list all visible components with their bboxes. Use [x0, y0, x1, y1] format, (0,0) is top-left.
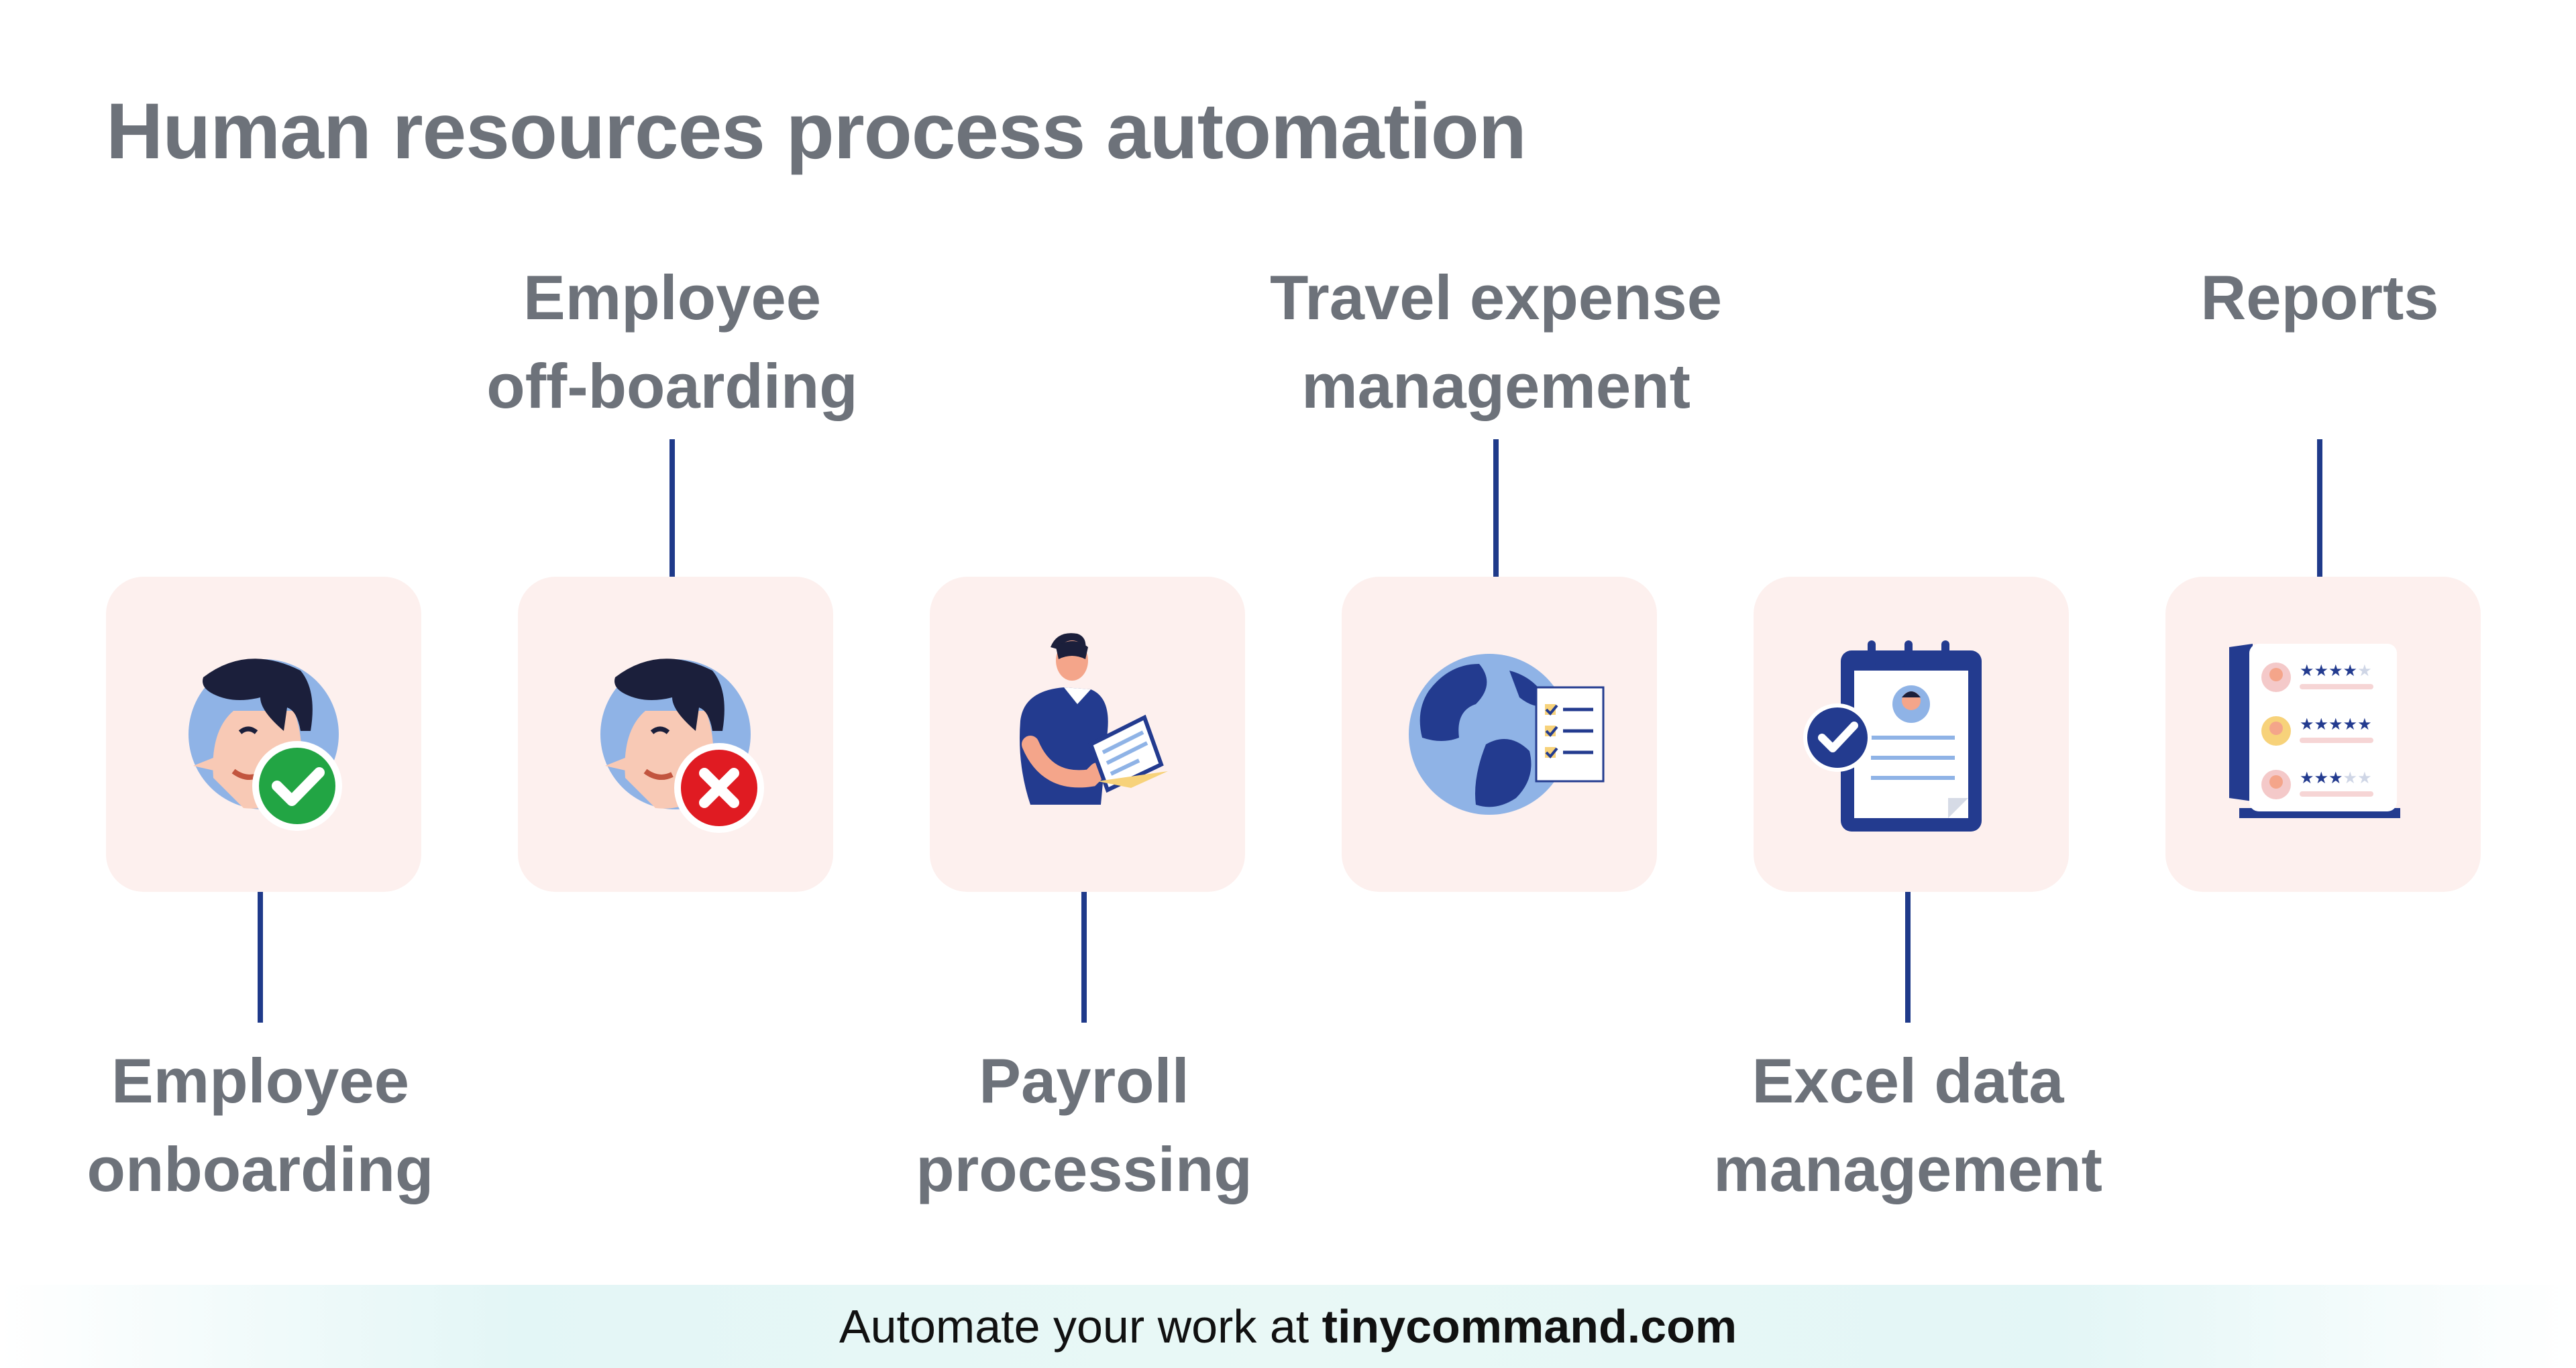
clipboard-check-icon	[1803, 640, 1982, 832]
footer-text: Automate your work at tinycommand.com	[839, 1300, 1737, 1353]
footer-banner: Automate your work at tinycommand.com	[0, 1285, 2576, 1368]
connector-line	[669, 439, 675, 577]
person-cross-icon	[600, 659, 764, 833]
page-title: Human resources process automation	[106, 87, 1527, 176]
connector-line	[1905, 892, 1911, 1023]
connector-line	[258, 892, 263, 1023]
svg-text:★★★★★: ★★★★★	[2300, 661, 2372, 680]
connector-line	[1493, 439, 1499, 577]
connector-line	[1081, 892, 1087, 1023]
step-card-travel-expense	[1342, 577, 1657, 892]
globe-checklist-icon	[1409, 654, 1605, 815]
step-card-reports: ★★★★★ ★★★★★ ★★★★★	[2165, 577, 2481, 892]
step-card-excel-data	[1754, 577, 2069, 892]
ratings-report-icon: ★★★★★ ★★★★★ ★★★★★	[2229, 644, 2400, 818]
step-card-payroll-processing	[930, 577, 1245, 892]
svg-text:★★★★★: ★★★★★	[2300, 768, 2372, 787]
step-card-employee-onboarding	[106, 577, 421, 892]
svg-text:★★★★★: ★★★★★	[2300, 715, 2372, 734]
footer-brand-link[interactable]: tinycommand.com	[1322, 1300, 1737, 1353]
connector-line	[2317, 439, 2322, 577]
person-check-icon	[189, 659, 342, 831]
step-label-reports: Reports	[2200, 262, 2439, 333]
step-card-employee-offboarding	[518, 577, 833, 892]
person-document-icon	[1020, 633, 1168, 805]
